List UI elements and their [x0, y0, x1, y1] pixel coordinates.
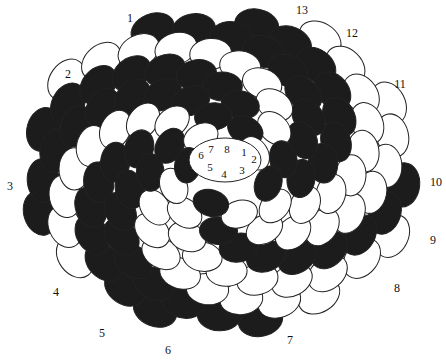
spiral-number: 2 — [65, 68, 71, 80]
spiral-number: 12 — [346, 27, 358, 39]
spiral-number: 11 — [394, 78, 406, 90]
center-number: 7 — [208, 144, 214, 155]
center-number: 5 — [207, 162, 213, 173]
center-number: 6 — [198, 150, 204, 161]
spiral-number: 3 — [7, 180, 13, 192]
spiral-number: 8 — [394, 282, 400, 294]
spiral-number: 1 — [127, 12, 133, 24]
spiral-number: 4 — [53, 286, 59, 298]
spiral-number: 13 — [296, 4, 308, 16]
dark-scale — [190, 185, 232, 220]
center-number: 3 — [239, 165, 245, 176]
spiral-number: 5 — [99, 327, 105, 339]
center-number: 8 — [224, 144, 230, 155]
spiral-number: 6 — [165, 344, 171, 356]
center-number: 4 — [221, 169, 227, 180]
spiral-number: 10 — [430, 176, 442, 188]
spiral-number: 9 — [430, 234, 436, 246]
center-number: 1 — [241, 147, 247, 158]
center-number: 2 — [251, 154, 257, 165]
center-core — [189, 138, 261, 182]
spiral-number: 7 — [287, 334, 293, 346]
